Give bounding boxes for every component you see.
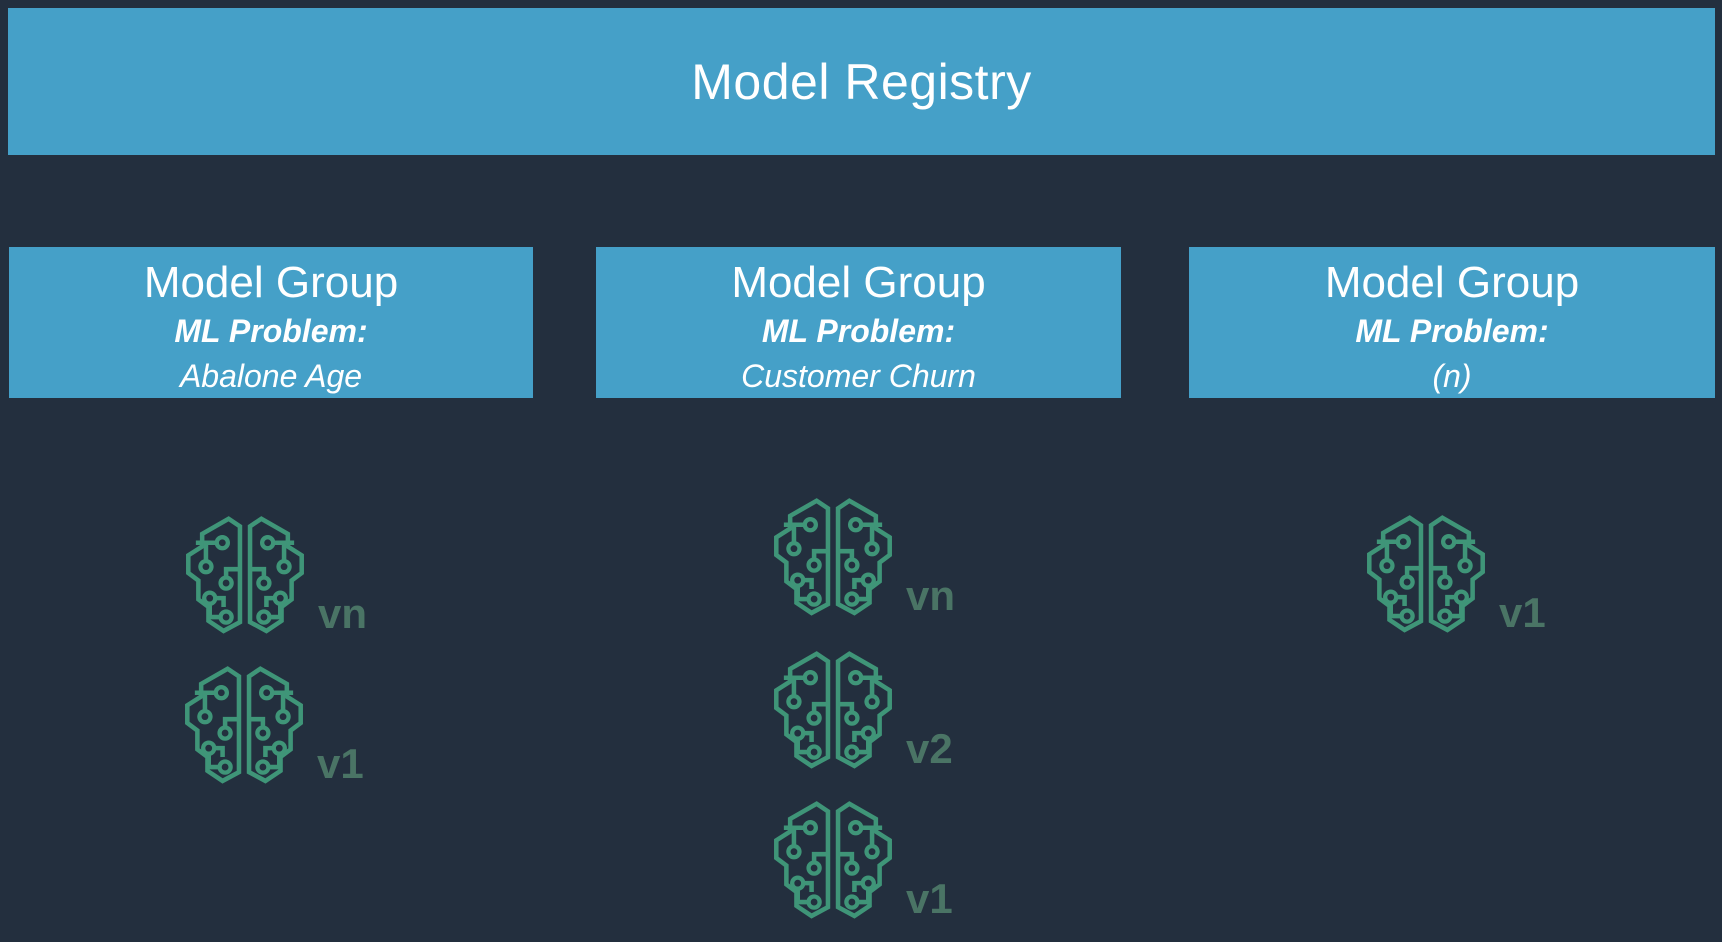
model-version-label: v1 bbox=[1499, 589, 1546, 636]
group-title: Model Group bbox=[1324, 258, 1580, 307]
model-version: vn bbox=[182, 513, 367, 643]
group-subtitle: ML Problem: bbox=[761, 313, 956, 349]
circuit-brain-icon bbox=[770, 495, 896, 625]
group-title: Model Group bbox=[143, 258, 399, 307]
group-problem: Customer Churn bbox=[741, 358, 976, 394]
model-group-box-churn: Model Group ML Problem: Customer Churn bbox=[596, 247, 1121, 398]
model-version-label: v2 bbox=[906, 725, 953, 772]
model-version-label: vn bbox=[318, 590, 368, 637]
model-version: v1 bbox=[1363, 512, 1546, 642]
group-title: Model Group bbox=[731, 258, 986, 307]
model-version: v1 bbox=[770, 798, 953, 928]
circuit-brain-icon bbox=[770, 648, 896, 778]
model-version: v1 bbox=[181, 663, 364, 793]
circuit-brain-icon bbox=[182, 513, 308, 643]
circuit-brain-icon bbox=[181, 663, 307, 793]
model-registry-header: Model Registry bbox=[8, 8, 1715, 155]
group-subtitle: ML Problem: bbox=[174, 313, 368, 349]
model-group-box-abalone: Model Group ML Problem: Abalone Age bbox=[9, 247, 533, 398]
model-version-label: vn bbox=[906, 572, 956, 619]
model-version-label: v1 bbox=[906, 875, 953, 922]
group-problem: Abalone Age bbox=[179, 358, 363, 394]
page-title: Model Registry bbox=[691, 53, 1032, 110]
group-subtitle: ML Problem: bbox=[1355, 313, 1549, 349]
model-version: vn bbox=[770, 495, 955, 625]
group-problem: (n) bbox=[1432, 358, 1472, 394]
circuit-brain-icon bbox=[770, 798, 896, 928]
model-group-box-n: Model Group ML Problem: (n) bbox=[1189, 247, 1715, 398]
circuit-brain-icon bbox=[1363, 512, 1489, 642]
model-version-label: v1 bbox=[317, 740, 364, 787]
model-version: v2 bbox=[770, 648, 953, 778]
